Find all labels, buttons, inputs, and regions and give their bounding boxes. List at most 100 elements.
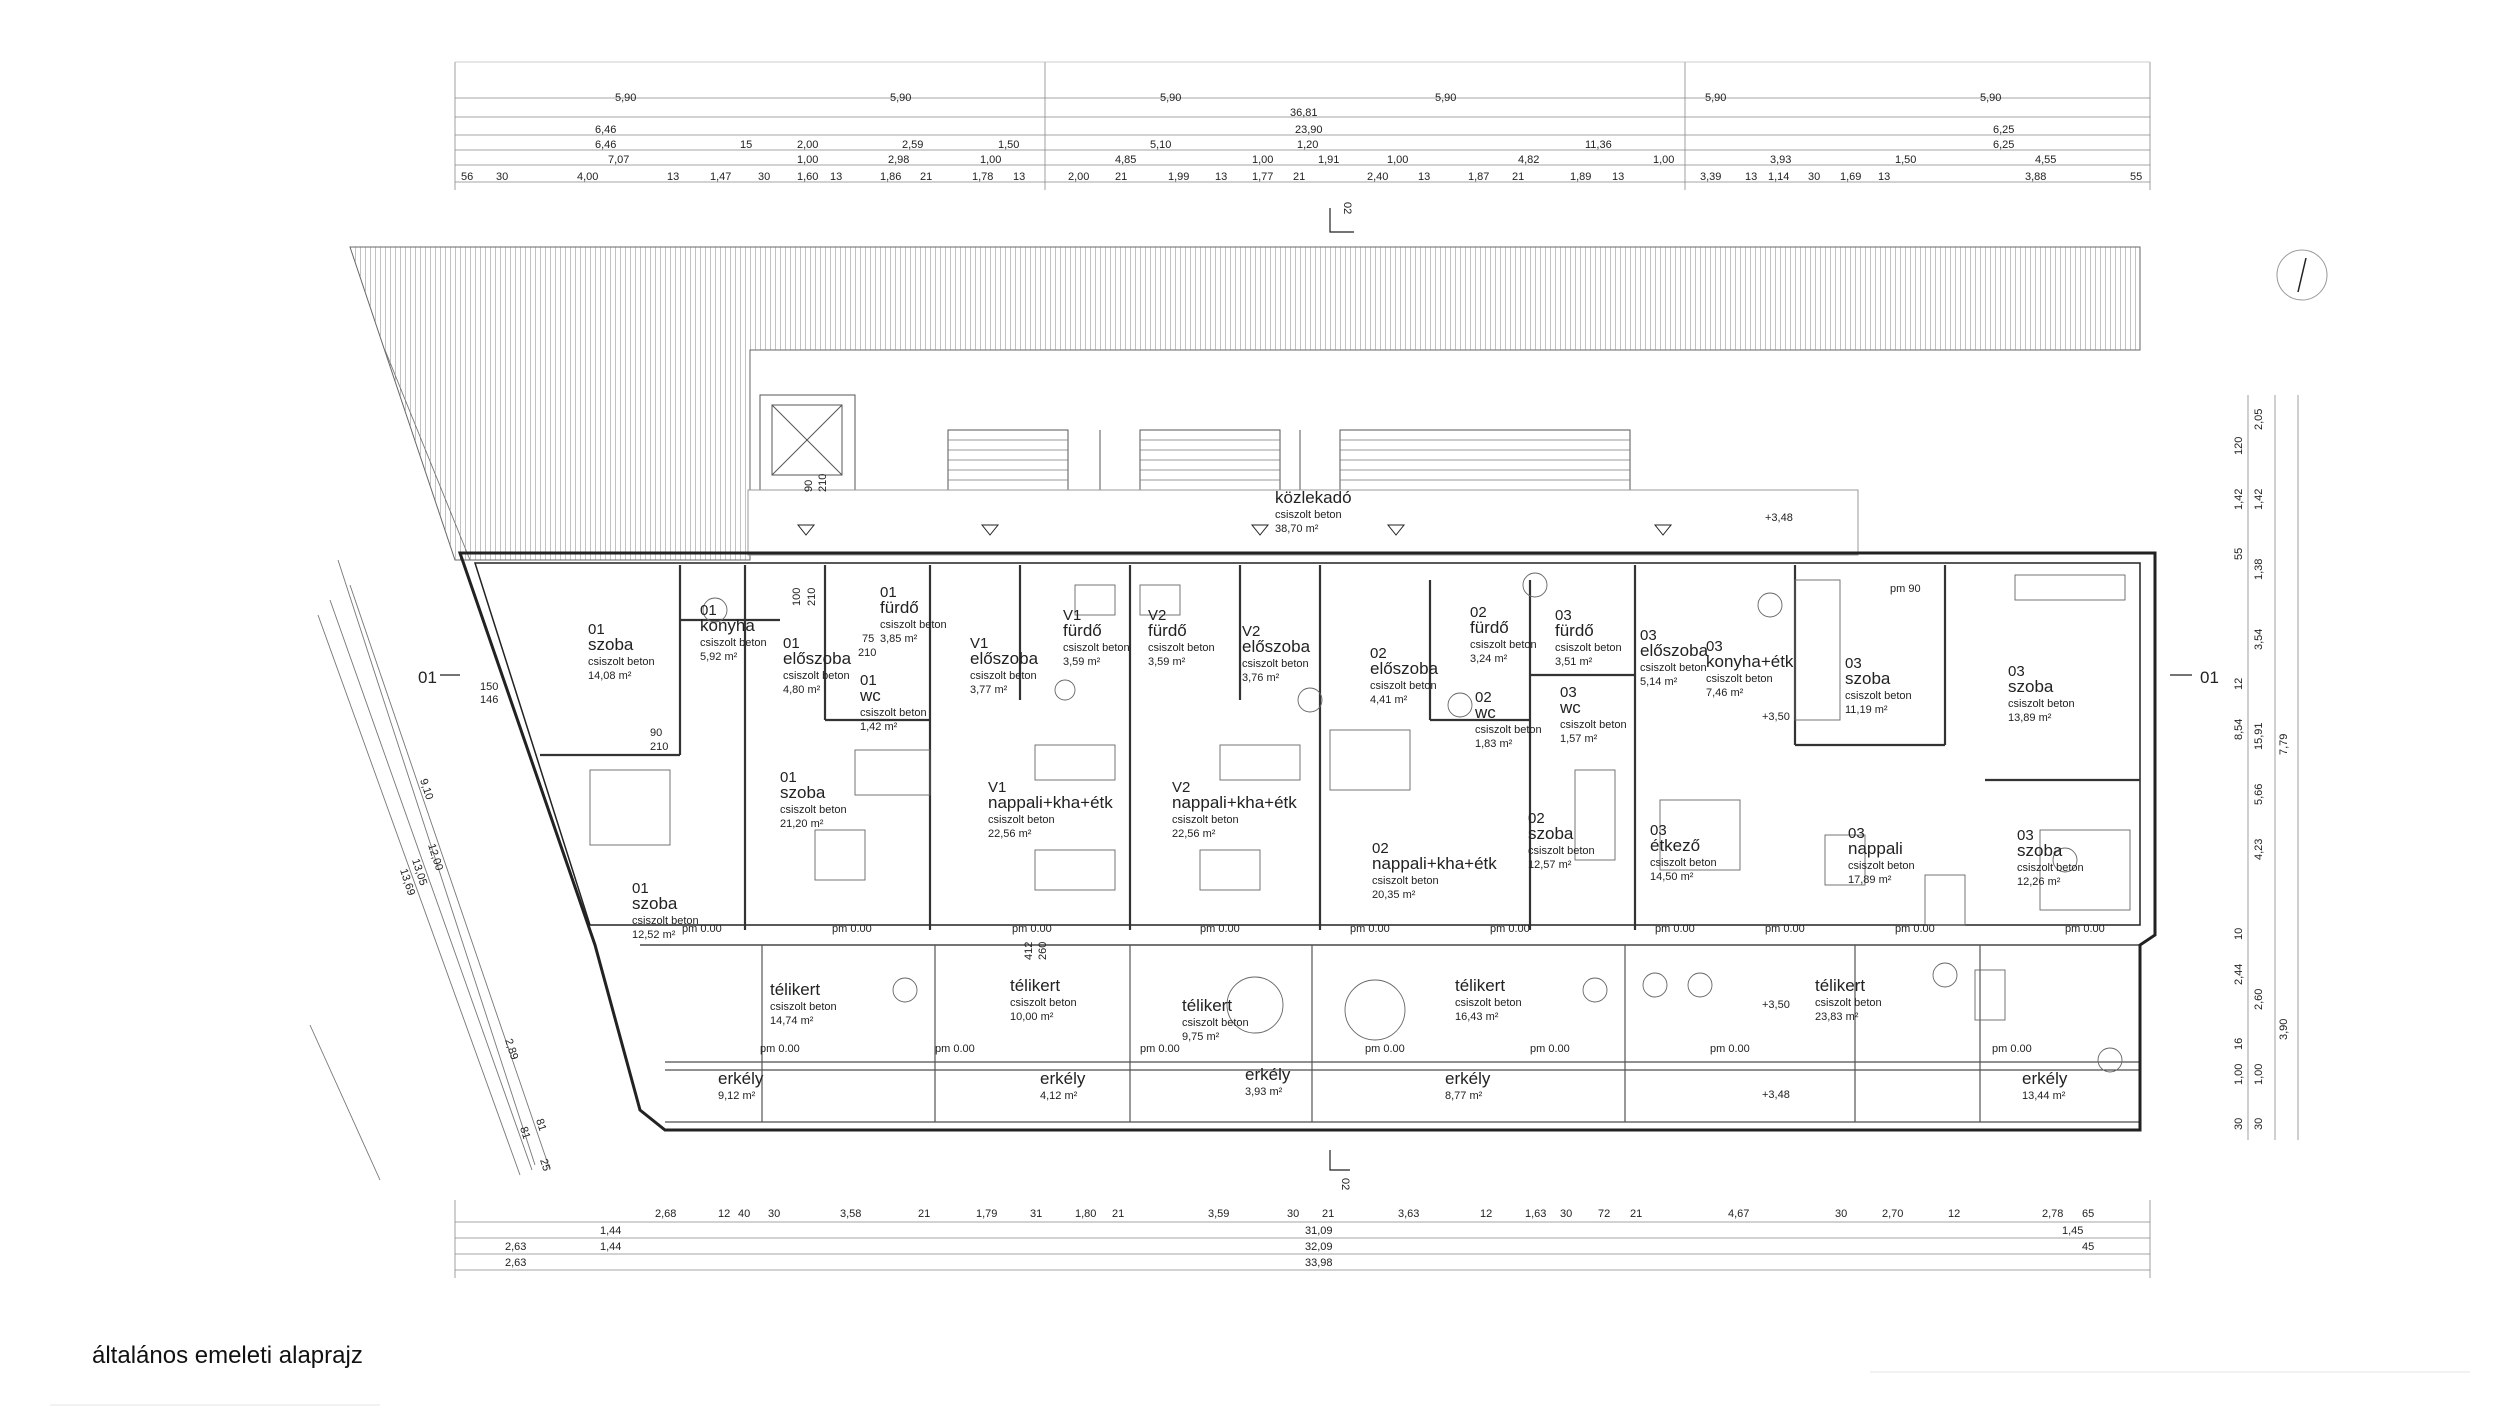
door-dim: 210: [650, 741, 668, 753]
dim-bot-r1-r: 72: [1598, 1208, 1610, 1220]
room-number: 02: [1372, 840, 1389, 857]
dim-top-r4-b: 15: [740, 139, 752, 151]
room-area: 3,76 m²: [1242, 672, 1280, 684]
dim-top-r1-d: 5,90: [1435, 92, 1456, 104]
room-name: télikert: [770, 980, 820, 999]
room-name: közlekadó: [1275, 488, 1352, 507]
dim-right: 120: [2233, 437, 2245, 455]
dim-top-r6-j: 21: [920, 171, 932, 183]
room-area: 20,35 m²: [1372, 889, 1416, 901]
room-area: 5,92 m²: [700, 651, 738, 663]
room-area: 10,00 m²: [1010, 1011, 1054, 1023]
dim-top-r6-af: 55: [2130, 171, 2142, 183]
dim-bot-r1-u: 30: [1835, 1208, 1847, 1220]
room-area: 14,08 m²: [588, 670, 632, 682]
room-number: 03: [1650, 822, 1667, 839]
room-name: szoba: [2017, 841, 2063, 860]
room-name: konyha: [700, 616, 755, 635]
dim-right: 30: [2253, 1118, 2265, 1130]
room-name: étkező: [1650, 836, 1700, 855]
room-name: előszoba: [1242, 637, 1311, 656]
room-floor-finish: csiszolt beton: [1475, 724, 1542, 736]
room-area: 11,19 m²: [1845, 704, 1888, 716]
room-name: nappali+kha+étk: [1172, 793, 1297, 812]
room-area: 14,50 m²: [1650, 871, 1694, 883]
dim-right: 1,38: [2253, 559, 2265, 580]
drawing-caption: általános emeleti alaprajz: [92, 1342, 363, 1369]
room-area: 3,77 m²: [970, 684, 1008, 696]
dim-top-r6-d: 13: [667, 171, 679, 183]
dim-top-r5-m: 4,55: [2035, 154, 2056, 166]
dim-bot-r1-c: 40: [738, 1208, 750, 1220]
level-mark: pm 0.00: [1200, 923, 1240, 935]
bottom-dimension-texts: 2,68 12 40 30 3,58 21 1,79 31 1,80 21 3,…: [505, 1208, 2094, 1269]
room-area: 4,80 m²: [783, 684, 821, 696]
dim-bot-r1-a: 2,68: [655, 1208, 676, 1220]
room-floor-finish: csiszolt beton: [1640, 662, 1707, 674]
room-name: télikert: [1182, 996, 1232, 1015]
room-name: szoba: [632, 894, 678, 913]
room-floor-finish: csiszolt beton: [2017, 862, 2084, 874]
dim-top-r6-n: 21: [1115, 171, 1127, 183]
dim-bot-r3-a: 2,63: [505, 1241, 526, 1253]
dim-bot-r1-d: 30: [768, 1208, 780, 1220]
dim-left-e: 2,89: [502, 1037, 520, 1061]
room-number: V2: [1172, 779, 1190, 796]
dim-top-r6-e: 1,47: [710, 171, 731, 183]
section-mark-bottom-label: 02: [1339, 1178, 1351, 1190]
dim-right: 5,66: [2253, 784, 2265, 805]
room-name: télikert: [1010, 976, 1060, 995]
room-floor-finish: csiszolt beton: [1845, 690, 1912, 702]
dim-bot-r1-p: 1,63: [1525, 1208, 1546, 1220]
dim-bot-r1-i: 1,80: [1075, 1208, 1096, 1220]
dim-bot-r1-t: 4,67: [1728, 1208, 1749, 1220]
room-floor-finish: csiszolt beton: [1063, 642, 1130, 654]
dim-top-r4-c: 2,00: [797, 139, 818, 151]
room-name: szoba: [780, 783, 826, 802]
dim-top-r5-l: 1,50: [1895, 154, 1916, 166]
building-outline: [457, 551, 2157, 1132]
dim-bot-r1-q: 30: [1560, 1208, 1572, 1220]
door-dim: 100: [791, 588, 803, 606]
room-number: 01: [780, 769, 797, 786]
room-name: erkély: [1445, 1069, 1491, 1088]
roof-hatched-area: [349, 246, 2141, 561]
interior-walls: [540, 565, 2140, 930]
room-floor-finish: csiszolt beton: [880, 619, 947, 631]
room-name: előszoba: [1370, 659, 1439, 678]
section-mark-left-label: 01: [418, 668, 437, 687]
dim-bot-r3-c: 32,09: [1305, 1241, 1333, 1253]
right-dimension-lines: [2247, 395, 2299, 1140]
room-area: 17,89 m²: [1848, 874, 1892, 886]
room-name: wc: [859, 686, 881, 705]
top-dimension-texts: 5,90 5,90 5,90 5,90 5,90 5,90 36,81 6,46…: [461, 92, 2142, 183]
room-area: 3,59 m²: [1148, 656, 1186, 668]
room-number: 02: [1528, 810, 1545, 827]
room-area: 1,42 m²: [860, 721, 898, 733]
room-name: fürdő: [1470, 618, 1509, 637]
room-area: 13,44 m²: [2022, 1090, 2066, 1102]
room-floor-finish: csiszolt beton: [1815, 997, 1882, 1009]
room-area: 3,85 m²: [880, 633, 918, 645]
dim-top-r6-ac: 1,69: [1840, 171, 1861, 183]
dim-top-r6-y: 3,39: [1700, 171, 1721, 183]
room-area: 16,43 m²: [1455, 1011, 1499, 1023]
level-mark: pm 0.00: [1012, 923, 1052, 935]
room-floor-finish: csiszolt beton: [1470, 639, 1537, 651]
dim-left-g: 81: [517, 1125, 532, 1140]
dim-top-r6-ad: 13: [1878, 171, 1890, 183]
room-name: wc: [1559, 698, 1581, 717]
room-floor-finish: csiszolt beton: [1172, 814, 1239, 826]
door-dim: 90: [650, 727, 662, 739]
level-mark: pm 0.00: [1895, 923, 1935, 935]
level-mark: +3,48: [1765, 512, 1793, 524]
dim-top-r6-u: 1,87: [1468, 171, 1489, 183]
room-area: 22,56 m²: [1172, 828, 1216, 840]
door-dim: 90: [803, 480, 815, 492]
dim-left-h: 25: [537, 1157, 552, 1172]
section-mark-right: 01: [2170, 668, 2219, 687]
room-number: 03: [1848, 825, 1865, 842]
room-name: erkély: [2022, 1069, 2068, 1088]
room-name: szoba: [2008, 677, 2054, 696]
